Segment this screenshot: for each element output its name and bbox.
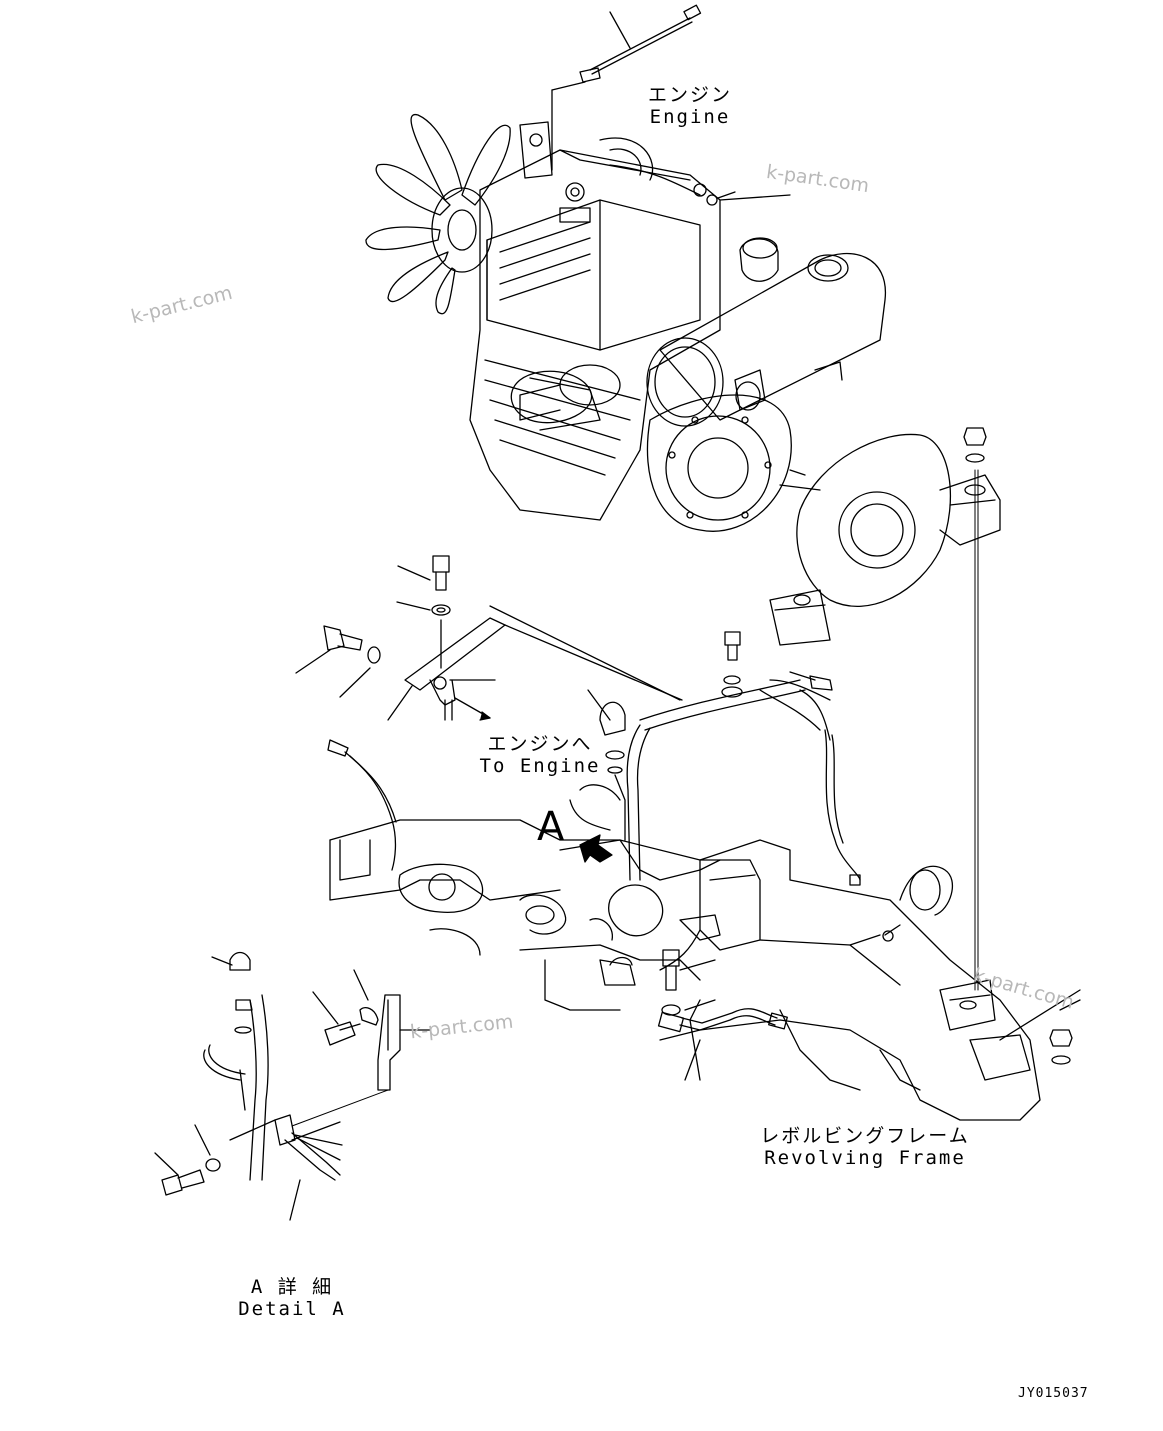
view-a-arrow [580, 835, 612, 862]
detail-a-label-en: Detail A [238, 1298, 346, 1320]
engine-sensor [552, 5, 701, 170]
engine-label-en: Engine [649, 106, 731, 128]
revolving-frame-label: レボルビングフレーム Revolving Frame [750, 1125, 980, 1169]
to-engine-label-jp: エンジンへ [487, 733, 593, 755]
revolving-frame-label-en: Revolving Frame [764, 1147, 966, 1169]
view-a-marker: A [537, 804, 565, 850]
engine-label: エンジン Engine [640, 84, 740, 128]
detail-a-label: A 詳 細 Detail A [232, 1276, 352, 1320]
engine-assembly [366, 5, 885, 531]
to-engine-label-en: To Engine [479, 755, 601, 777]
detail-a-label-jp: A 詳 細 [250, 1276, 334, 1298]
detail-a-view [155, 953, 430, 1221]
muffler [647, 238, 885, 426]
bracket-group [296, 556, 682, 720]
revolving-frame-label-jp: レボルビングフレーム [760, 1125, 970, 1147]
revolving-frame [330, 820, 1080, 1120]
ground-cable [659, 950, 788, 1080]
to-engine-label: エンジンへ To Engine [470, 733, 610, 777]
engine-fan [366, 115, 510, 314]
wiring-harness [328, 632, 860, 885]
flywheel-cover [770, 428, 1000, 990]
drawing-code: JY015037 [1018, 1386, 1089, 1401]
engine-label-jp: エンジン [647, 84, 732, 106]
